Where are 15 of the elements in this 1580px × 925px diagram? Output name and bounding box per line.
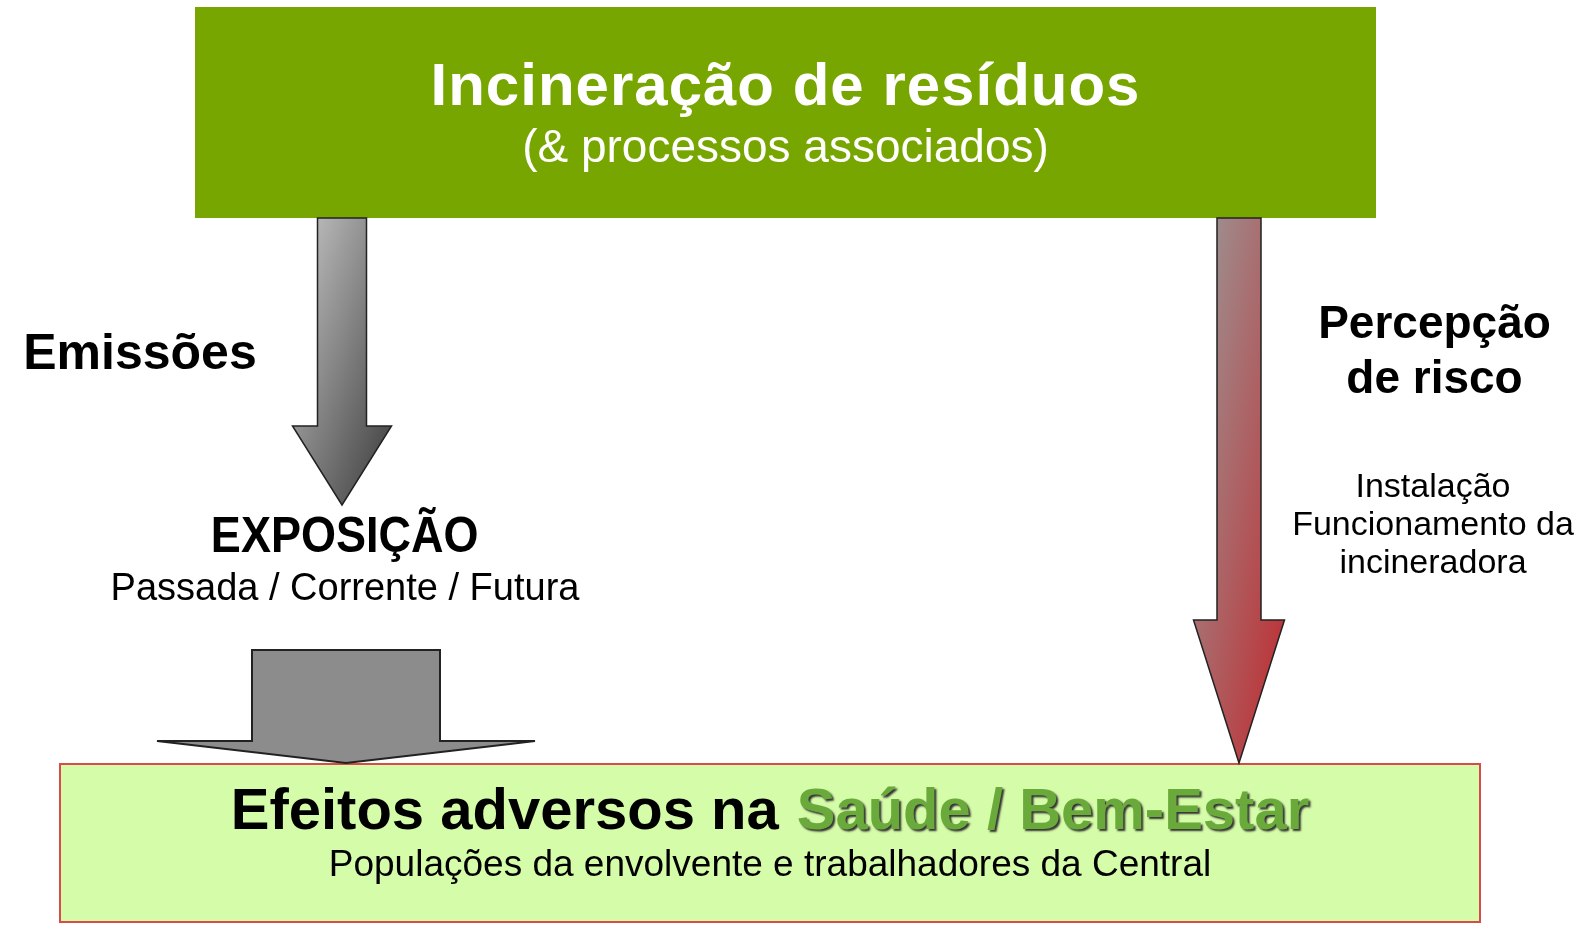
block-arrow [1192,217,1286,766]
title-text: Incineração de resíduos [430,50,1141,120]
heading-text: EXPOSIÇÃO [211,506,479,565]
highlight-text: Saúde / Bem-Estar [796,775,1310,842]
subtitle-text: Passada / Corrente / Futura [110,565,580,610]
heading-text: Efeitos adversos na [230,775,779,842]
note-text: Instalação Funcionamento da incineradora [1291,466,1575,581]
block-arrow [291,217,393,507]
edge-label: Emissões [22,323,258,382]
edge-label: Percepção de risco [1317,295,1552,406]
label-box [195,7,1376,218]
label-box [59,763,1481,923]
subtitle-text: (& processos associados) [522,119,1049,175]
block-arrow [156,649,536,764]
subtitle-text: Populações da envolvente e trabalhadores da Central [328,842,1212,886]
